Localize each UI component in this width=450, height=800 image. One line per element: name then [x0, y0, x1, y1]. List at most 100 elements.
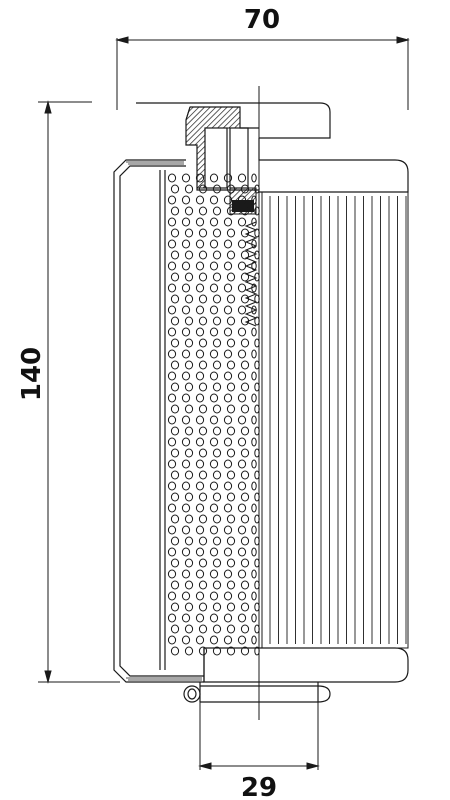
- perforation-hole: [167, 261, 177, 271]
- perforation-hole: [181, 459, 191, 469]
- perforation-hole: [226, 426, 236, 436]
- perforation-hole: [254, 536, 260, 546]
- perforation-hole: [223, 569, 233, 579]
- perforation-hole: [212, 448, 222, 458]
- perforation-hole: [170, 426, 180, 436]
- perforation-hole: [226, 228, 236, 238]
- perforation-hole: [209, 525, 219, 535]
- perforation-hole: [223, 261, 233, 271]
- perforation-hole: [198, 558, 208, 568]
- perforation-hole: [209, 261, 219, 271]
- perforation-hole: [254, 184, 260, 194]
- perforation-hole: [240, 426, 250, 436]
- perforation-hole: [226, 646, 236, 656]
- perforation-hole: [170, 470, 180, 480]
- perforation-hole: [226, 492, 236, 502]
- perforation-hole: [251, 261, 257, 271]
- spigot-label: 29: [241, 773, 277, 800]
- shell-crimp-top: [126, 161, 184, 165]
- perforation-hole: [223, 437, 233, 447]
- perforation-hole: [212, 316, 222, 326]
- perforation-hole: [240, 360, 250, 370]
- perforation-hole: [237, 503, 247, 513]
- perforation-hole: [167, 173, 177, 183]
- perforation-hole: [198, 536, 208, 546]
- perforation-hole: [209, 613, 219, 623]
- perforation-hole: [167, 613, 177, 623]
- perforation-hole: [170, 624, 180, 634]
- perforation-hole: [170, 206, 180, 216]
- perforation-hole: [209, 481, 219, 491]
- perforation-hole: [254, 558, 260, 568]
- perforation-hole: [181, 613, 191, 623]
- perforation-hole: [170, 382, 180, 392]
- perforation-hole: [237, 569, 247, 579]
- perforation-hole: [170, 514, 180, 524]
- perforation-hole: [226, 470, 236, 480]
- perforation-hole: [251, 525, 257, 535]
- perforation-hole: [184, 624, 194, 634]
- perforation-hole: [251, 481, 257, 491]
- perforation-hole: [181, 371, 191, 381]
- perforation-hole: [195, 613, 205, 623]
- perforation-hole: [181, 327, 191, 337]
- perforation-hole: [198, 492, 208, 502]
- perforation-hole: [223, 305, 233, 315]
- perforation-hole: [170, 602, 180, 612]
- perforation-hole: [195, 635, 205, 645]
- perforation-hole: [254, 360, 260, 370]
- perforation-hole: [167, 459, 177, 469]
- perforation-hole: [209, 305, 219, 315]
- perforation-hole: [212, 624, 222, 634]
- perforation-hole: [212, 272, 222, 282]
- perforation-hole: [254, 492, 260, 502]
- perforation-hole: [237, 327, 247, 337]
- perforation-hole: [209, 503, 219, 513]
- perforation-hole: [212, 514, 222, 524]
- bottom-cap: [203, 647, 409, 683]
- perforation-hole: [223, 415, 233, 425]
- perforation-hole: [195, 437, 205, 447]
- perforation-hole: [195, 481, 205, 491]
- perforation-hole: [237, 239, 247, 249]
- perforation-hole: [209, 283, 219, 293]
- perforation-hole: [223, 613, 233, 623]
- perforation-hole: [226, 580, 236, 590]
- perforation-hole: [181, 415, 191, 425]
- perforation-hole: [240, 646, 250, 656]
- perforation-hole: [195, 591, 205, 601]
- perforation-hole: [251, 613, 257, 623]
- perforation-hole: [240, 382, 250, 392]
- perforation-hole: [167, 437, 177, 447]
- perforation-hole: [212, 250, 222, 260]
- perforation-hole: [226, 206, 236, 216]
- perforation-hole: [170, 272, 180, 282]
- perforation-hole: [167, 327, 177, 337]
- perforation-hole: [251, 459, 257, 469]
- perforation-hole: [237, 481, 247, 491]
- perforation-hole: [226, 360, 236, 370]
- perforation-hole: [167, 283, 177, 293]
- perforation-hole: [226, 602, 236, 612]
- perforation-hole: [254, 448, 260, 458]
- perforation-hole: [251, 415, 257, 425]
- perforation-hole: [184, 360, 194, 370]
- perforation-hole: [251, 327, 257, 337]
- perforation-hole: [170, 536, 180, 546]
- perforation-hole: [209, 547, 219, 557]
- perforation-hole: [226, 250, 236, 260]
- perforation-hole: [184, 206, 194, 216]
- perforation-hole: [181, 305, 191, 315]
- perforation-hole: [184, 272, 194, 282]
- perforation-hole: [167, 503, 177, 513]
- perforation-hole: [251, 195, 257, 205]
- perforation-hole: [184, 492, 194, 502]
- perforation-hole: [181, 481, 191, 491]
- perforation-hole: [195, 459, 205, 469]
- perforation-hole: [184, 514, 194, 524]
- perforation-hole: [254, 646, 260, 656]
- perforation-hole: [240, 184, 250, 194]
- perforation-hole: [223, 393, 233, 403]
- perforation-hole: [240, 624, 250, 634]
- perforation-hole: [251, 437, 257, 447]
